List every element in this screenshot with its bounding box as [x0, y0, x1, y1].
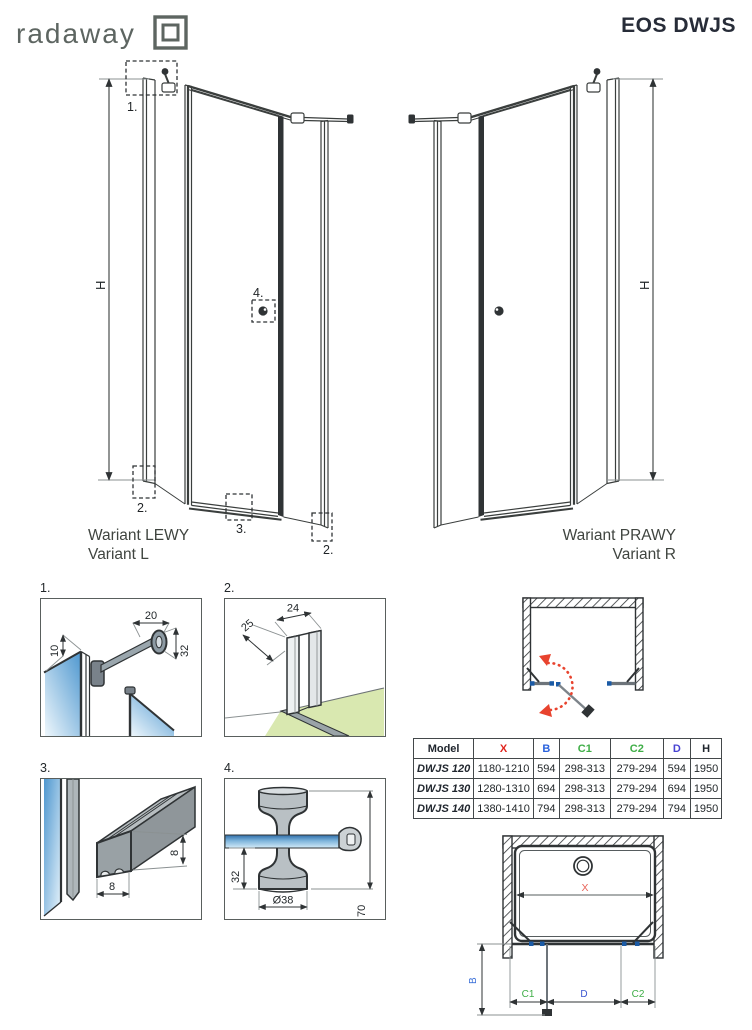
- detail-4-dim-70: 70: [356, 905, 368, 917]
- product-title: EOS DWJS: [621, 14, 736, 37]
- variant-right-name-en: Variant R: [612, 546, 676, 563]
- dim-c2-label: C2: [632, 989, 645, 1000]
- cell-model: DWJS 140: [412, 798, 475, 819]
- col-header-b: B: [532, 738, 560, 759]
- logo-square-outer-icon: [153, 15, 188, 50]
- swing-arrow-down-icon: [539, 704, 552, 717]
- detail-3-drawing: 8 8: [43, 778, 196, 917]
- callout-3-label: 3.: [236, 522, 246, 536]
- detail-3-dim-8-height: 8: [169, 850, 181, 856]
- detail-3-label: 3.: [40, 761, 51, 775]
- open-door: [558, 684, 590, 713]
- walls: [522, 597, 644, 691]
- detail-2-label: 2.: [224, 581, 235, 595]
- cell-c2: 279-294: [609, 798, 664, 819]
- detail-2-dim-24: 24: [287, 603, 299, 615]
- detail-1-label: 1.: [40, 581, 51, 595]
- detail-4-dim-32: 32: [230, 871, 242, 883]
- variant-right-caption: Wariant PRAWY Variant R: [470, 526, 676, 564]
- cell-model: DWJS 130: [412, 778, 475, 799]
- cell-b: 594: [532, 758, 560, 779]
- cell-h: 1950: [689, 798, 723, 819]
- cell-c1: 298-313: [558, 758, 611, 779]
- cell-b: 694: [532, 778, 560, 799]
- variant-right-name-pl: Wariant PRAWY: [562, 527, 676, 544]
- drain-icon: [573, 856, 593, 876]
- callout-2b-label: 2.: [323, 543, 333, 557]
- glass-bar: [224, 834, 340, 849]
- cell-x: 1280-1310: [473, 778, 534, 799]
- cell-d: 694: [662, 778, 691, 799]
- swing-arrow-up-icon: [539, 654, 551, 666]
- plan-view-drawing: X B C1 D C2: [468, 835, 664, 1016]
- table-row: DWJS 140 1380-1410 794 298-313 279-294 7…: [412, 798, 723, 819]
- h-dimension-right: H: [607, 78, 664, 481]
- logo-square-inner-icon: [161, 23, 180, 42]
- cell-h: 1950: [689, 778, 723, 799]
- detail-4-label: 4.: [224, 761, 235, 775]
- dim-x-label: X: [581, 882, 588, 894]
- table-row: DWJS 120 1180-1210 594 298-313 279-294 5…: [412, 758, 723, 779]
- cell-c2: 279-294: [609, 758, 664, 779]
- dim-b-label: B: [468, 977, 479, 984]
- threshold-profile: [96, 785, 196, 879]
- variant-left-caption: Wariant LEWY Variant L: [88, 526, 189, 564]
- cell-x: 1380-1410: [473, 798, 534, 819]
- detail-1-dim-10: 10: [49, 645, 61, 657]
- callout-4-label: 4.: [253, 286, 263, 300]
- cell-d: 794: [662, 798, 691, 819]
- variant-left-name-pl: Wariant LEWY: [88, 527, 190, 544]
- callout-boxes: [125, 60, 333, 542]
- cell-c2: 279-294: [609, 778, 664, 799]
- wall-profile: [286, 629, 322, 716]
- connectors: [529, 941, 640, 946]
- detail-4-dim-diameter: Ø38: [273, 895, 294, 907]
- connectors: [530, 681, 612, 687]
- cell-b: 794: [532, 798, 560, 819]
- cell-h: 1950: [689, 758, 723, 779]
- col-header-x: X: [473, 738, 534, 759]
- detail-4-drawing: 32 Ø38 70: [224, 786, 373, 917]
- dim-d-label: D: [580, 989, 587, 1000]
- callout-1-label: 1.: [127, 100, 137, 114]
- col-header-model: Model: [412, 738, 475, 759]
- col-header-d: D: [662, 738, 691, 759]
- detail-1: 1.: [40, 581, 202, 737]
- dim-h-label: H: [93, 281, 108, 290]
- detail-2-drawing: 24 25: [224, 603, 385, 737]
- col-header-c1: C1: [558, 738, 611, 759]
- col-header-c2: C2: [609, 738, 664, 759]
- detail-3-dim-8-width: 8: [109, 881, 115, 893]
- cell-c1: 298-313: [558, 798, 611, 819]
- cell-model: DWJS 120: [412, 758, 475, 779]
- size-table: Model X B C1 C2 D H DWJS 120 1180-1210 5…: [412, 738, 723, 819]
- table-header-row: Model X B C1 C2 D H: [412, 738, 723, 759]
- dim-c1-label: C1: [522, 989, 535, 1000]
- floor: [265, 688, 384, 736]
- cell-d: 594: [662, 758, 691, 779]
- door-handle: [542, 1009, 552, 1016]
- h-dimension-left: H: [93, 78, 155, 481]
- door-swing-top-view: [522, 597, 644, 718]
- cell-x: 1180-1210: [473, 758, 534, 779]
- detail-1-dim-20: 20: [145, 610, 157, 622]
- glass-panel: [44, 779, 61, 916]
- radaway-logo: radaway: [16, 15, 188, 50]
- variant-left-name-en: Variant L: [88, 546, 149, 563]
- detail-3: 3.: [40, 761, 202, 920]
- detail-2: 2.: [224, 581, 386, 737]
- dim-h-label: H: [637, 281, 652, 290]
- col-header-h: H: [689, 738, 723, 759]
- detail-4: 4.: [224, 761, 386, 920]
- variant-left-drawing: H 1. 4. 2. 3. 2.: [93, 60, 355, 557]
- detail-1-drawing: 20 10 32: [43, 610, 191, 736]
- table-row: DWJS 130 1280-1310 694 298-313 279-294 6…: [412, 778, 723, 799]
- callout-2a-label: 2.: [137, 501, 147, 515]
- variant-right-drawing: H: [407, 66, 664, 530]
- cell-c1: 298-313: [558, 778, 611, 799]
- door-handle: [581, 704, 595, 718]
- logo-text: radaway: [16, 18, 136, 49]
- detail-2-dim-25: 25: [239, 617, 256, 634]
- detail-1-dim-32: 32: [179, 645, 191, 657]
